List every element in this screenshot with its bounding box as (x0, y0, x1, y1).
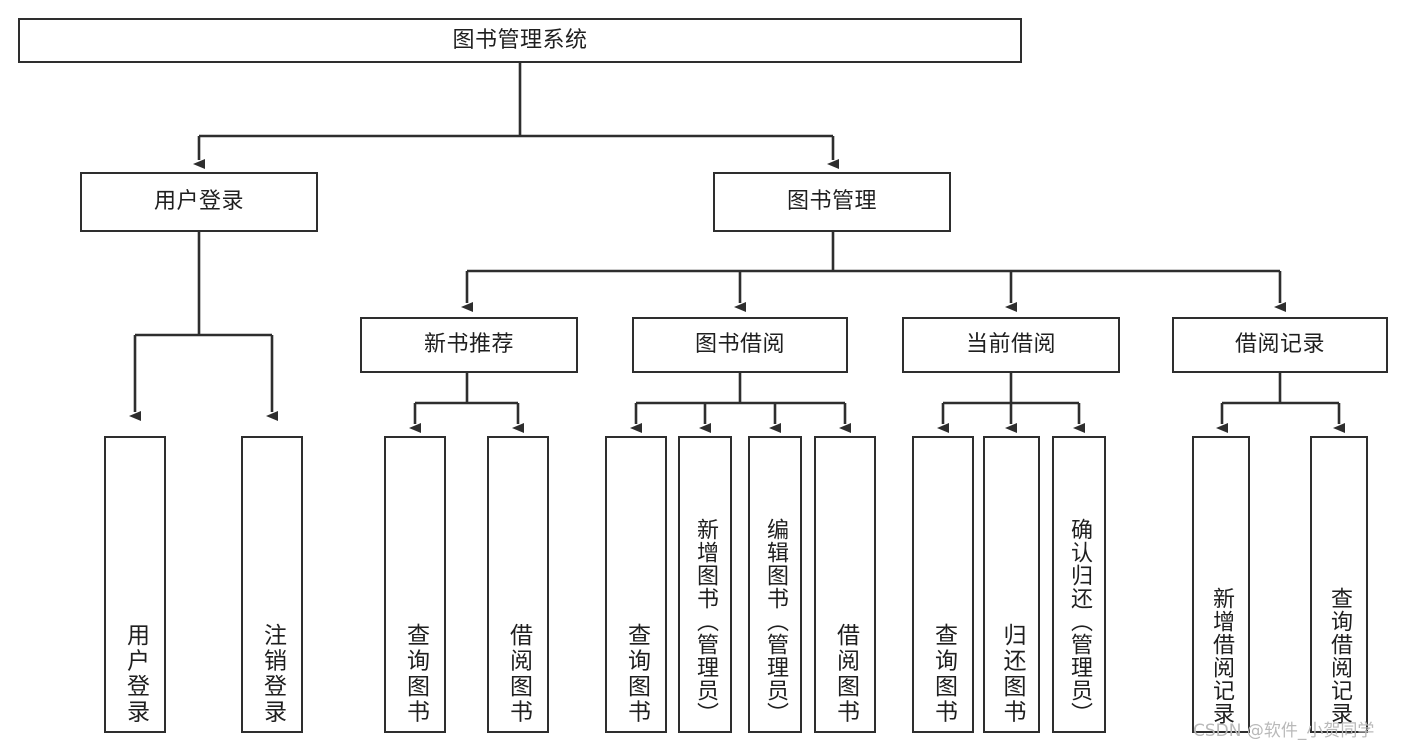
node-book-borrow[interactable]: 图书借阅 (632, 317, 848, 373)
node-label: 查询图书 (930, 623, 957, 725)
node-borrow-record[interactable]: 借阅记录 (1172, 317, 1388, 373)
node-leaf-borrow-book-1[interactable]: 借阅图书 (487, 436, 549, 733)
node-label: 图书借阅 (694, 332, 785, 358)
node-label: 新增借阅记录 (1209, 587, 1234, 725)
node-new-book-recommend[interactable]: 新书推荐 (360, 317, 578, 373)
node-label: 当前借阅 (965, 332, 1056, 358)
node-book-management[interactable]: 图书管理 (713, 172, 951, 232)
node-label: 用户登录 (153, 189, 244, 215)
node-label: 借阅图书 (832, 623, 859, 725)
node-leaf-query-borrow-record[interactable]: 查询借阅记录 (1310, 436, 1368, 733)
node-leaf-logout-login[interactable]: 注销登录 (241, 436, 303, 733)
node-leaf-add-borrow-record[interactable]: 新增借阅记录 (1192, 436, 1250, 733)
node-label: 归还图书 (999, 623, 1025, 725)
node-leaf-query-book-3[interactable]: 查询图书 (912, 436, 974, 733)
node-label: 查询图书 (623, 623, 650, 725)
node-label: 查询图书 (402, 623, 429, 725)
node-label: 注销登录 (259, 623, 286, 725)
node-leaf-borrow-book-2[interactable]: 借阅图书 (814, 436, 876, 733)
node-label: 用户登录 (122, 623, 149, 725)
node-leaf-return-book[interactable]: 归还图书 (983, 436, 1040, 733)
node-root-system[interactable]: 图书管理系统 (18, 18, 1022, 63)
node-leaf-add-book[interactable]: 新增图书（管理员） (678, 436, 732, 733)
node-label: 新书推荐 (423, 332, 514, 358)
node-leaf-confirm-return[interactable]: 确认归还（管理员） (1052, 436, 1106, 733)
node-leaf-query-book-1[interactable]: 查询图书 (384, 436, 446, 733)
node-label: 确认归还（管理员） (1067, 518, 1092, 725)
node-label: 新增图书（管理员） (693, 518, 718, 725)
node-label: 图书管理 (786, 189, 877, 215)
node-label: 查询借阅记录 (1327, 587, 1352, 725)
node-label: 编辑图书（管理员） (763, 518, 788, 725)
node-label: 图书管理系统 (452, 27, 588, 53)
node-leaf-edit-book[interactable]: 编辑图书（管理员） (748, 436, 802, 733)
node-label: 借阅记录 (1234, 332, 1325, 358)
watermark: CSDN @软件_小贺同学 (1193, 721, 1375, 741)
node-leaf-query-book-2[interactable]: 查询图书 (605, 436, 667, 733)
node-current-borrow[interactable]: 当前借阅 (902, 317, 1120, 373)
node-user-login[interactable]: 用户登录 (80, 172, 318, 232)
node-label: 借阅图书 (505, 623, 532, 725)
node-leaf-user-login[interactable]: 用户登录 (104, 436, 166, 733)
